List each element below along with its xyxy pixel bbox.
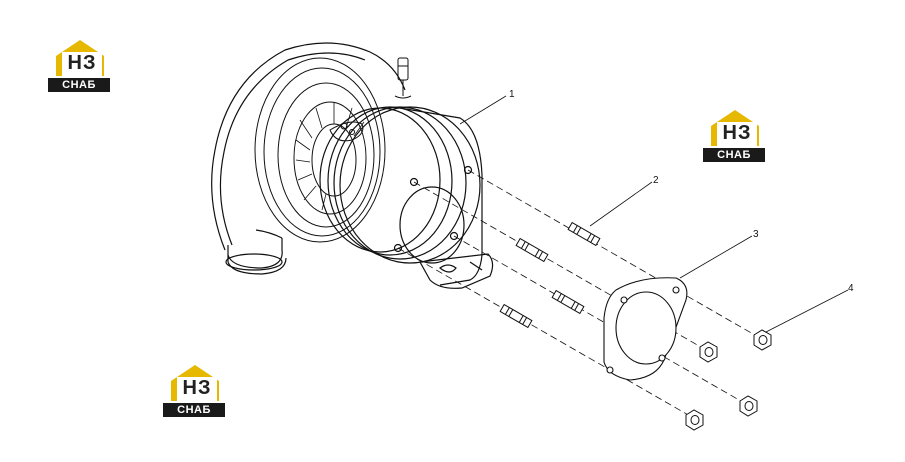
callout-3: 3	[753, 229, 759, 240]
hex-nuts	[685, 329, 772, 431]
turbine-housing	[319, 106, 494, 289]
logo-letters: НЗ	[67, 52, 97, 74]
gasket	[603, 277, 688, 381]
callout-1: 1	[509, 89, 515, 100]
assembly-guide-lines	[397, 169, 761, 417]
house-roof-icon	[171, 365, 219, 401]
turbocharger-compressor-housing	[211, 42, 406, 275]
stud-bolts	[499, 221, 601, 329]
logo-letters: НЗ	[182, 377, 212, 399]
house-roof-icon	[56, 40, 104, 76]
house-roof-icon	[711, 110, 759, 146]
logo-bar-text: СНАБ	[703, 148, 765, 162]
nz-snab-logo: НЗ СНАБ	[48, 38, 114, 96]
logo-letters: НЗ	[722, 122, 752, 144]
logo-bar-text: СНАБ	[48, 78, 110, 92]
nz-snab-logo: НЗ СНАБ	[163, 363, 229, 421]
compressor-wheel	[254, 57, 386, 243]
oil-fitting	[394, 57, 412, 99]
logo-bar-text: СНАБ	[163, 403, 225, 417]
callout-4: 4	[848, 283, 854, 294]
callout-leader-lines	[459, 95, 849, 333]
nz-snab-logo: НЗ СНАБ	[703, 108, 769, 166]
callout-2: 2	[653, 175, 659, 186]
